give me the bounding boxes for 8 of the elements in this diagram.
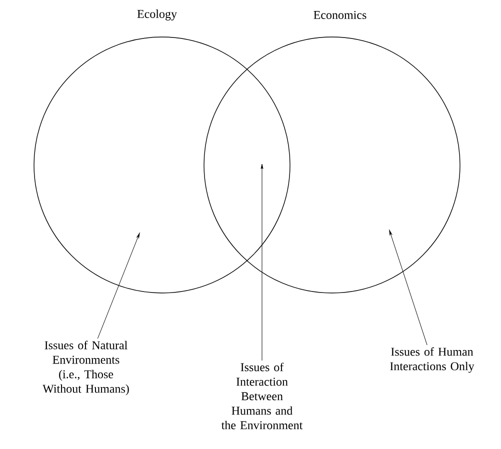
callout-text: Issues of Interaction Between Humans and the Environment: [221, 362, 303, 430]
circle-title: Economics: [314, 10, 366, 20]
leader-arrow: [97, 232, 140, 339]
leader-arrow: [260, 164, 264, 361]
callout-text: Issues of Natural Environments (i.e., Those Without Humans): [42, 340, 129, 396]
circle-title: Ecology: [137, 10, 177, 20]
leader-arrow: [389, 230, 428, 346]
callout-text: Issues of Human Interactions Only: [390, 347, 474, 373]
